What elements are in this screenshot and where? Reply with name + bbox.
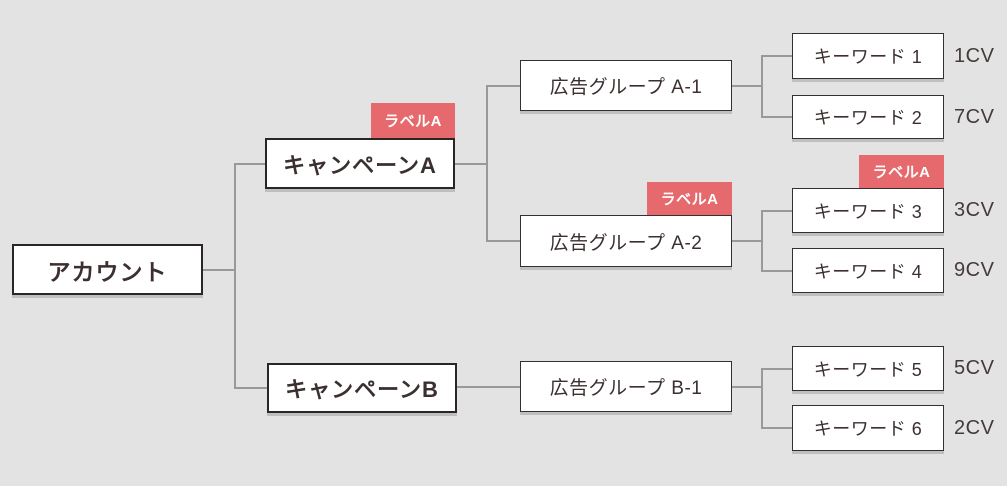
campaign-b-node: キャンペーンB	[267, 363, 457, 413]
connector-kw34-vertical	[761, 210, 763, 272]
connector-campaigns-vertical	[234, 163, 236, 389]
label-a-badge-keyword-3: ラベルA	[859, 155, 944, 188]
keyword-1-node: キーワード 1	[792, 33, 944, 79]
keyword-3-node: キーワード 3	[792, 188, 944, 233]
keyword-4-node: キーワード 4	[792, 248, 944, 293]
keyword-4-cv-count: 9CV	[954, 258, 995, 281]
keyword-2-cv-count: 7CV	[954, 105, 995, 128]
label-a-badge-campaign-a: ラベルA	[371, 103, 455, 138]
connector-account-out	[203, 269, 236, 271]
connector-kw3-in	[763, 210, 792, 212]
connector-kw5-in	[763, 368, 792, 370]
connector-kw1-in	[763, 55, 792, 57]
keyword-6-node: キーワード 6	[792, 405, 944, 451]
adgroup-a2-node: 広告グループ A-2	[520, 215, 732, 267]
account-node: アカウント	[12, 244, 203, 295]
keyword-2-node: キーワード 2	[792, 95, 944, 139]
connector-campaign-a-in	[236, 163, 265, 165]
connector-campaign-b-in	[236, 387, 267, 389]
connector-campaign-b-out	[457, 386, 520, 388]
keyword-1-cv-count: 1CV	[954, 44, 995, 67]
connector-kw6-in	[763, 427, 792, 429]
keyword-5-node: キーワード 5	[792, 346, 944, 391]
connector-adgroup-a2-out	[732, 240, 762, 242]
connector-adgroup-b1-out	[732, 386, 762, 388]
connector-campaign-a-out	[455, 163, 487, 165]
campaign-a-node: キャンペーンA	[265, 138, 455, 189]
connector-adgroup-a1-in	[488, 85, 520, 87]
connector-kw56-vertical	[761, 368, 763, 429]
connector-kw12-vertical	[761, 55, 763, 118]
connector-adgroups-a-vertical	[486, 85, 488, 242]
label-a-badge-adgroup-a2: ラベルA	[647, 182, 732, 215]
connector-kw2-in	[763, 116, 792, 118]
keyword-3-cv-count: 3CV	[954, 198, 995, 221]
connector-kw4-in	[763, 270, 792, 272]
keyword-6-cv-count: 2CV	[954, 416, 995, 439]
adgroup-b1-node: 広告グループ B-1	[520, 361, 732, 412]
keyword-5-cv-count: 5CV	[954, 356, 995, 379]
connector-adgroup-a1-out	[732, 85, 762, 87]
connector-adgroup-a2-in	[488, 240, 520, 242]
adgroup-a1-node: 広告グループ A-1	[520, 60, 732, 111]
